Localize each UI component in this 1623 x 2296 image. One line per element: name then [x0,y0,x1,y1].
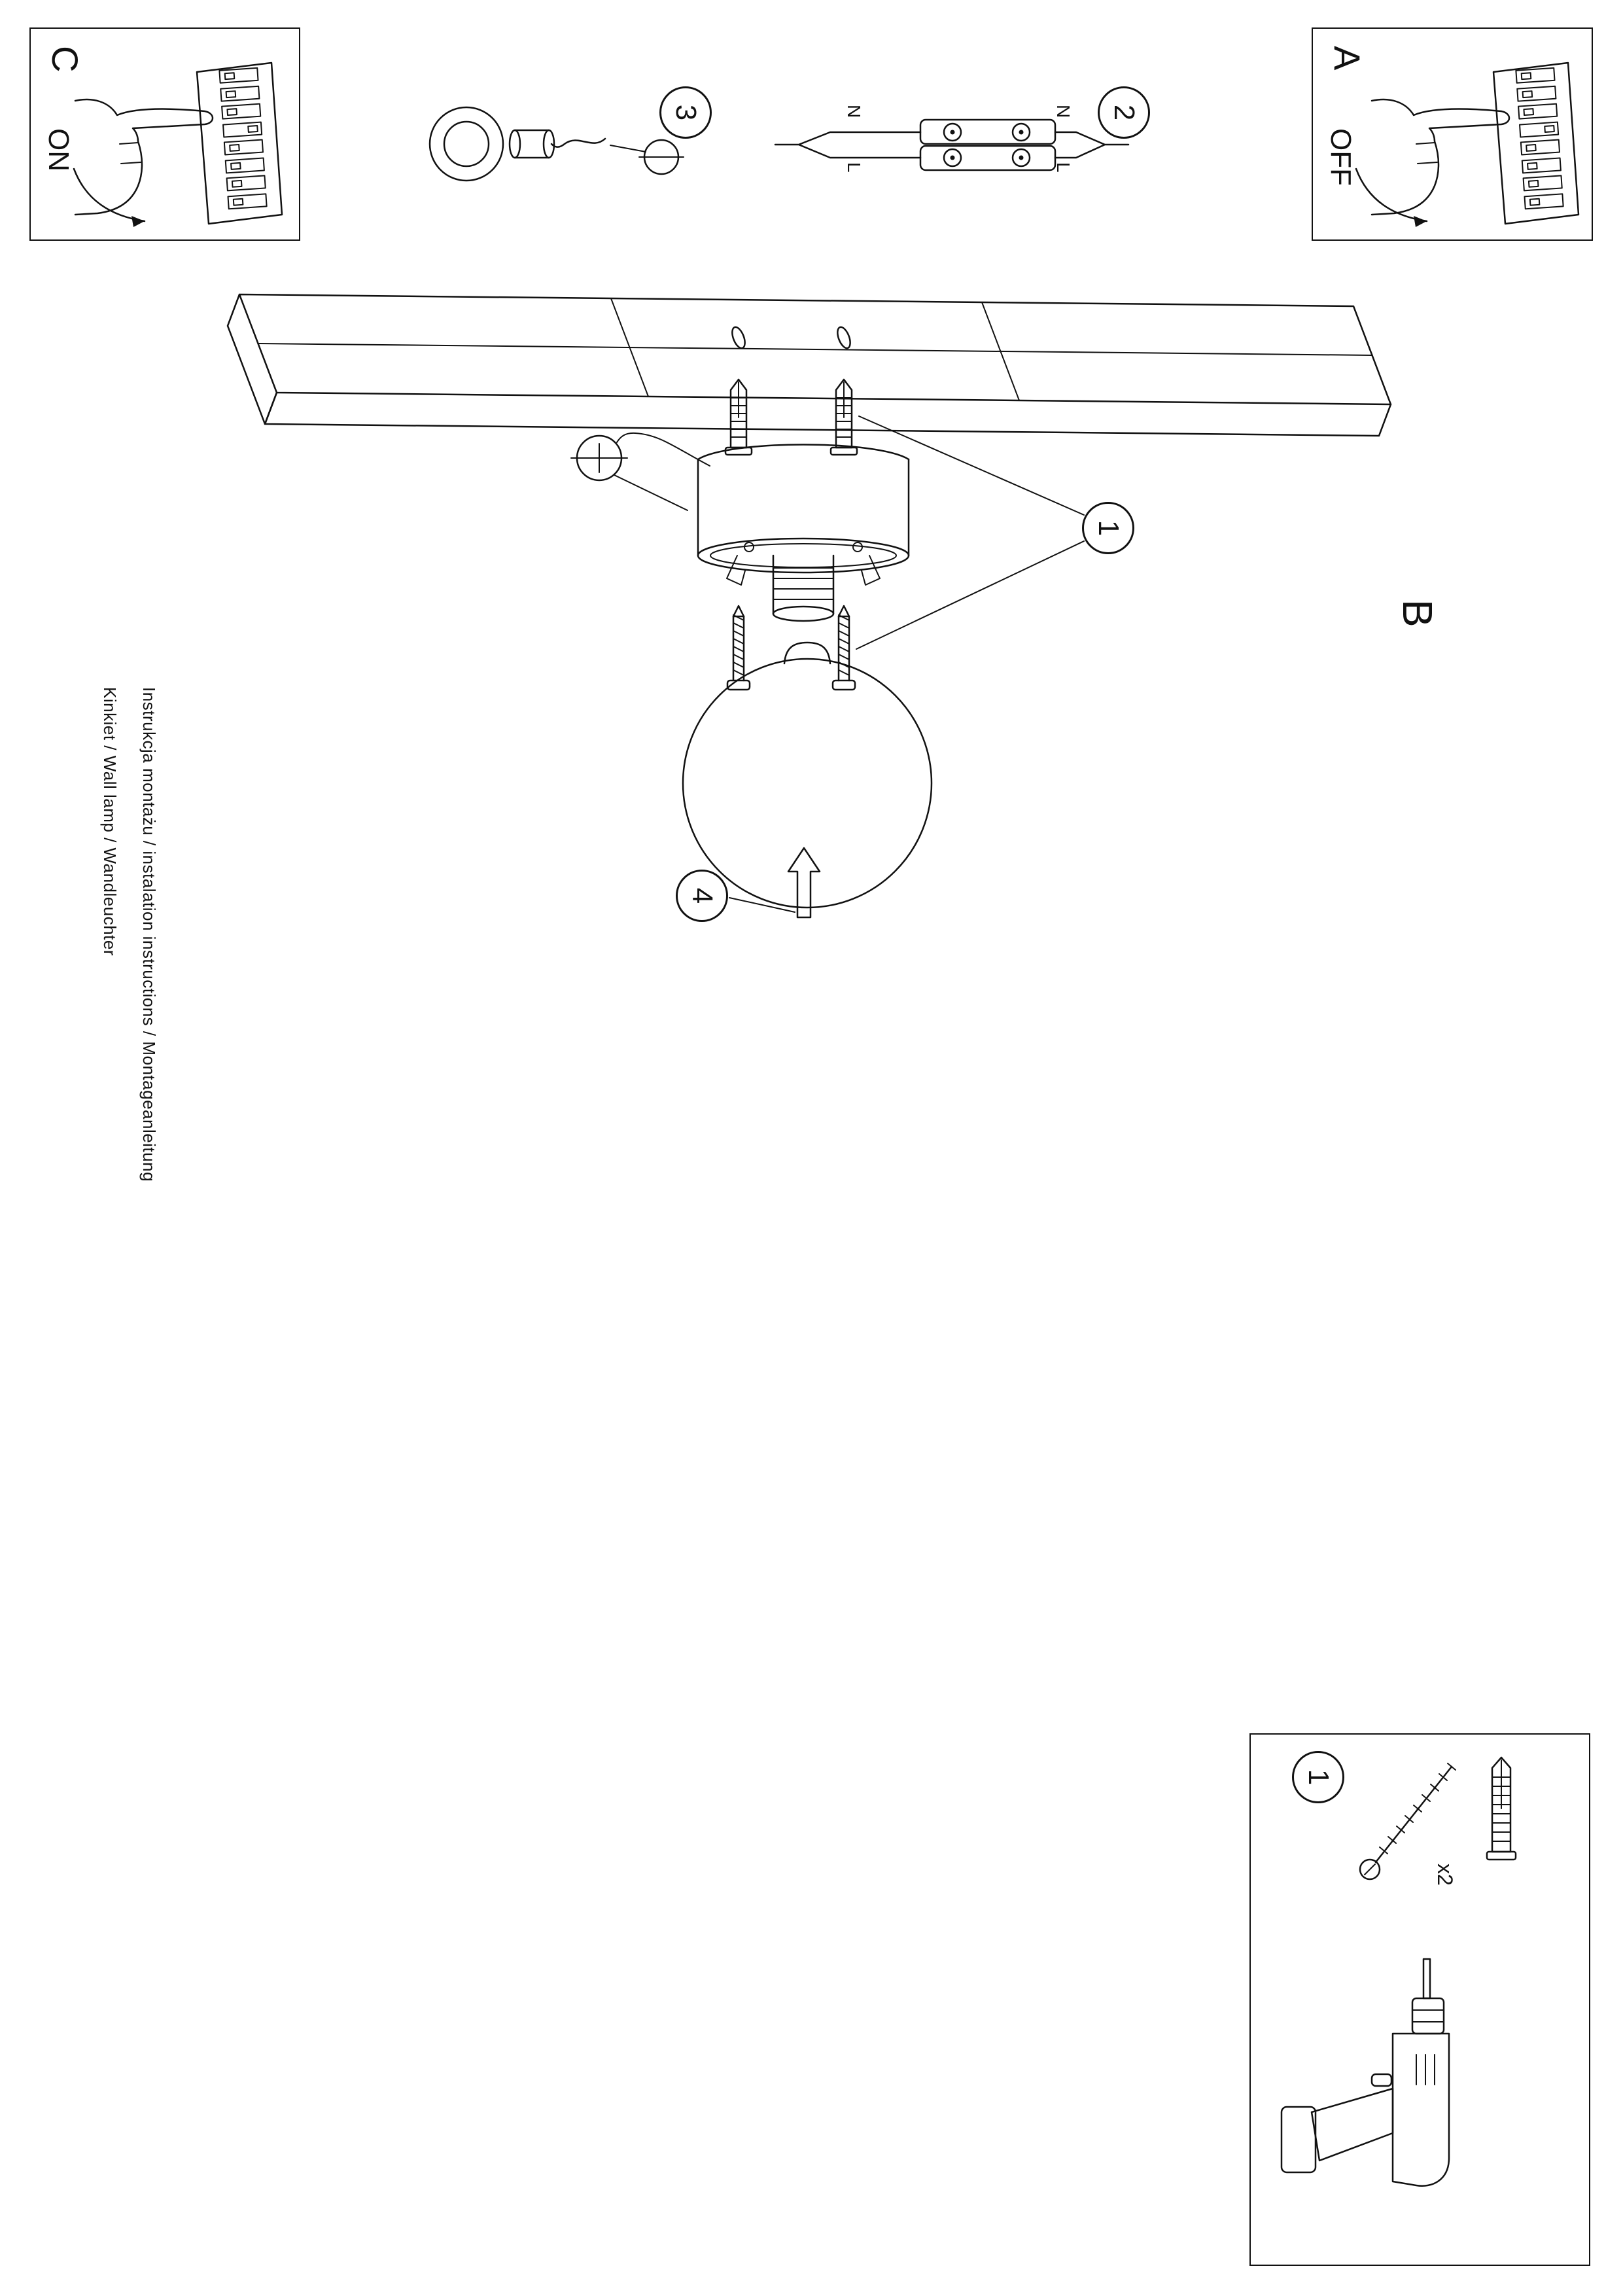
leader-line [729,897,795,913]
document-title-line-1: Instrukcja montażu / instalation instruc… [139,687,159,1182]
glass-sphere [682,641,933,909]
keyhole-slot [852,542,863,552]
wall-panel [226,293,1392,437]
spring-clip [726,555,746,586]
leader-lines-step1 [856,415,1085,650]
document-title-line-2: Kinkiet / Wall lamp / Wandleuchter [100,687,120,956]
mounting-screw-icon [831,605,856,691]
panel-seams [258,298,1373,401]
included-wall-plug-icon [1486,1756,1517,1861]
leader-line [614,474,688,511]
section-b-label: B [1394,599,1441,627]
mains-wires [774,131,922,159]
lamp-canopy [616,432,910,622]
vents [1416,2054,1435,2085]
section-c-label: C [44,46,86,73]
drill-hole [731,326,746,349]
breaker-off-illustration [1355,62,1580,227]
battery [1280,2106,1317,2174]
screw-head-icon [570,434,688,511]
arrowhead-icon [1414,216,1427,227]
terminal-pole-n [919,118,1056,145]
step-4-badge: 4 [676,870,728,922]
arrowhead-icon [131,216,145,227]
keyhole-slot [744,542,754,552]
power-off-label: OFF [1325,128,1357,186]
lamp-holder-illustration [428,106,684,182]
leader-line [610,145,646,152]
wire-label-live: L [1053,162,1073,173]
lamp-socket [772,554,835,615]
power-cable [616,432,710,467]
trigger [1370,2073,1393,2087]
spring-clip [861,555,881,586]
wire-label-neutral: N [844,105,864,118]
step-2-badge: 2 [1098,86,1150,139]
handle [1310,2087,1394,2162]
mounting-screw-icon [726,605,751,691]
terminal-block-illustration [774,118,1130,171]
section-a-label: A [1327,46,1368,71]
drill-hole [837,326,851,349]
wall-anchor-icon [724,378,753,456]
holder-cable [550,137,606,148]
wire-label-neutral: N [1053,105,1073,118]
included-parts-box [1249,1733,1590,2266]
assembly-direction-arrow [729,847,821,919]
wall-anchor-icon [829,378,858,456]
power-on-label: ON [43,128,75,171]
breaker-on-illustration [73,62,283,227]
parts-box-badge: 1 [1292,1751,1344,1803]
sphere-neck [783,641,831,665]
step-1-badge: 1 [1082,502,1134,554]
lamp-wires [1054,131,1130,159]
holder-ring-inner [443,120,490,168]
wire-label-live: L [844,162,864,173]
drill-icon [1280,1958,1450,2187]
plug-quantity-label: x2 [1433,1863,1457,1886]
step-3-badge: 3 [659,86,712,139]
terminal-pole-l [919,145,1056,171]
included-screw-icon [1359,1763,1456,1881]
holder-ring-outer [428,106,504,182]
